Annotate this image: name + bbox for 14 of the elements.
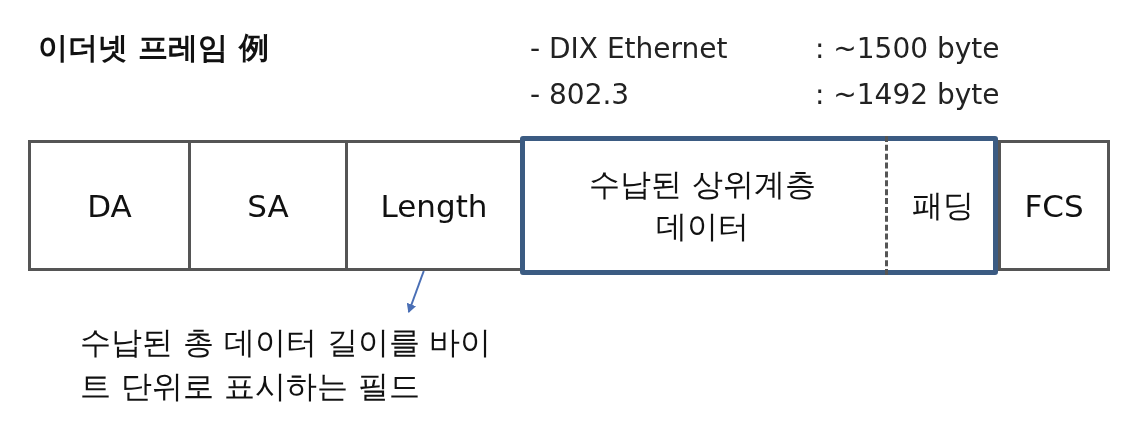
field-cell: Length: [345, 140, 520, 271]
size-note: - 802.3: [530, 78, 630, 111]
leader-arrow: [406, 270, 425, 313]
size-note: : ~1500 byte: [815, 32, 1000, 65]
description-text: 수납된 총 데이터 길이를 바이트 단위로 표시하는 필드: [80, 312, 640, 422]
field-cell: 수납된 상위계층 데이터: [520, 136, 885, 275]
size-note: - DIX Ethernet: [530, 32, 728, 65]
payload-box: [520, 136, 998, 275]
field-cell: SA: [188, 140, 345, 271]
field-cell: DA: [28, 140, 188, 271]
field-cell: FCS: [998, 140, 1110, 271]
size-note: : ~1492 byte: [815, 78, 1000, 111]
diagram-title: 이더넷 프레임 例: [38, 29, 269, 67]
field-cell: 패딩: [885, 136, 998, 275]
